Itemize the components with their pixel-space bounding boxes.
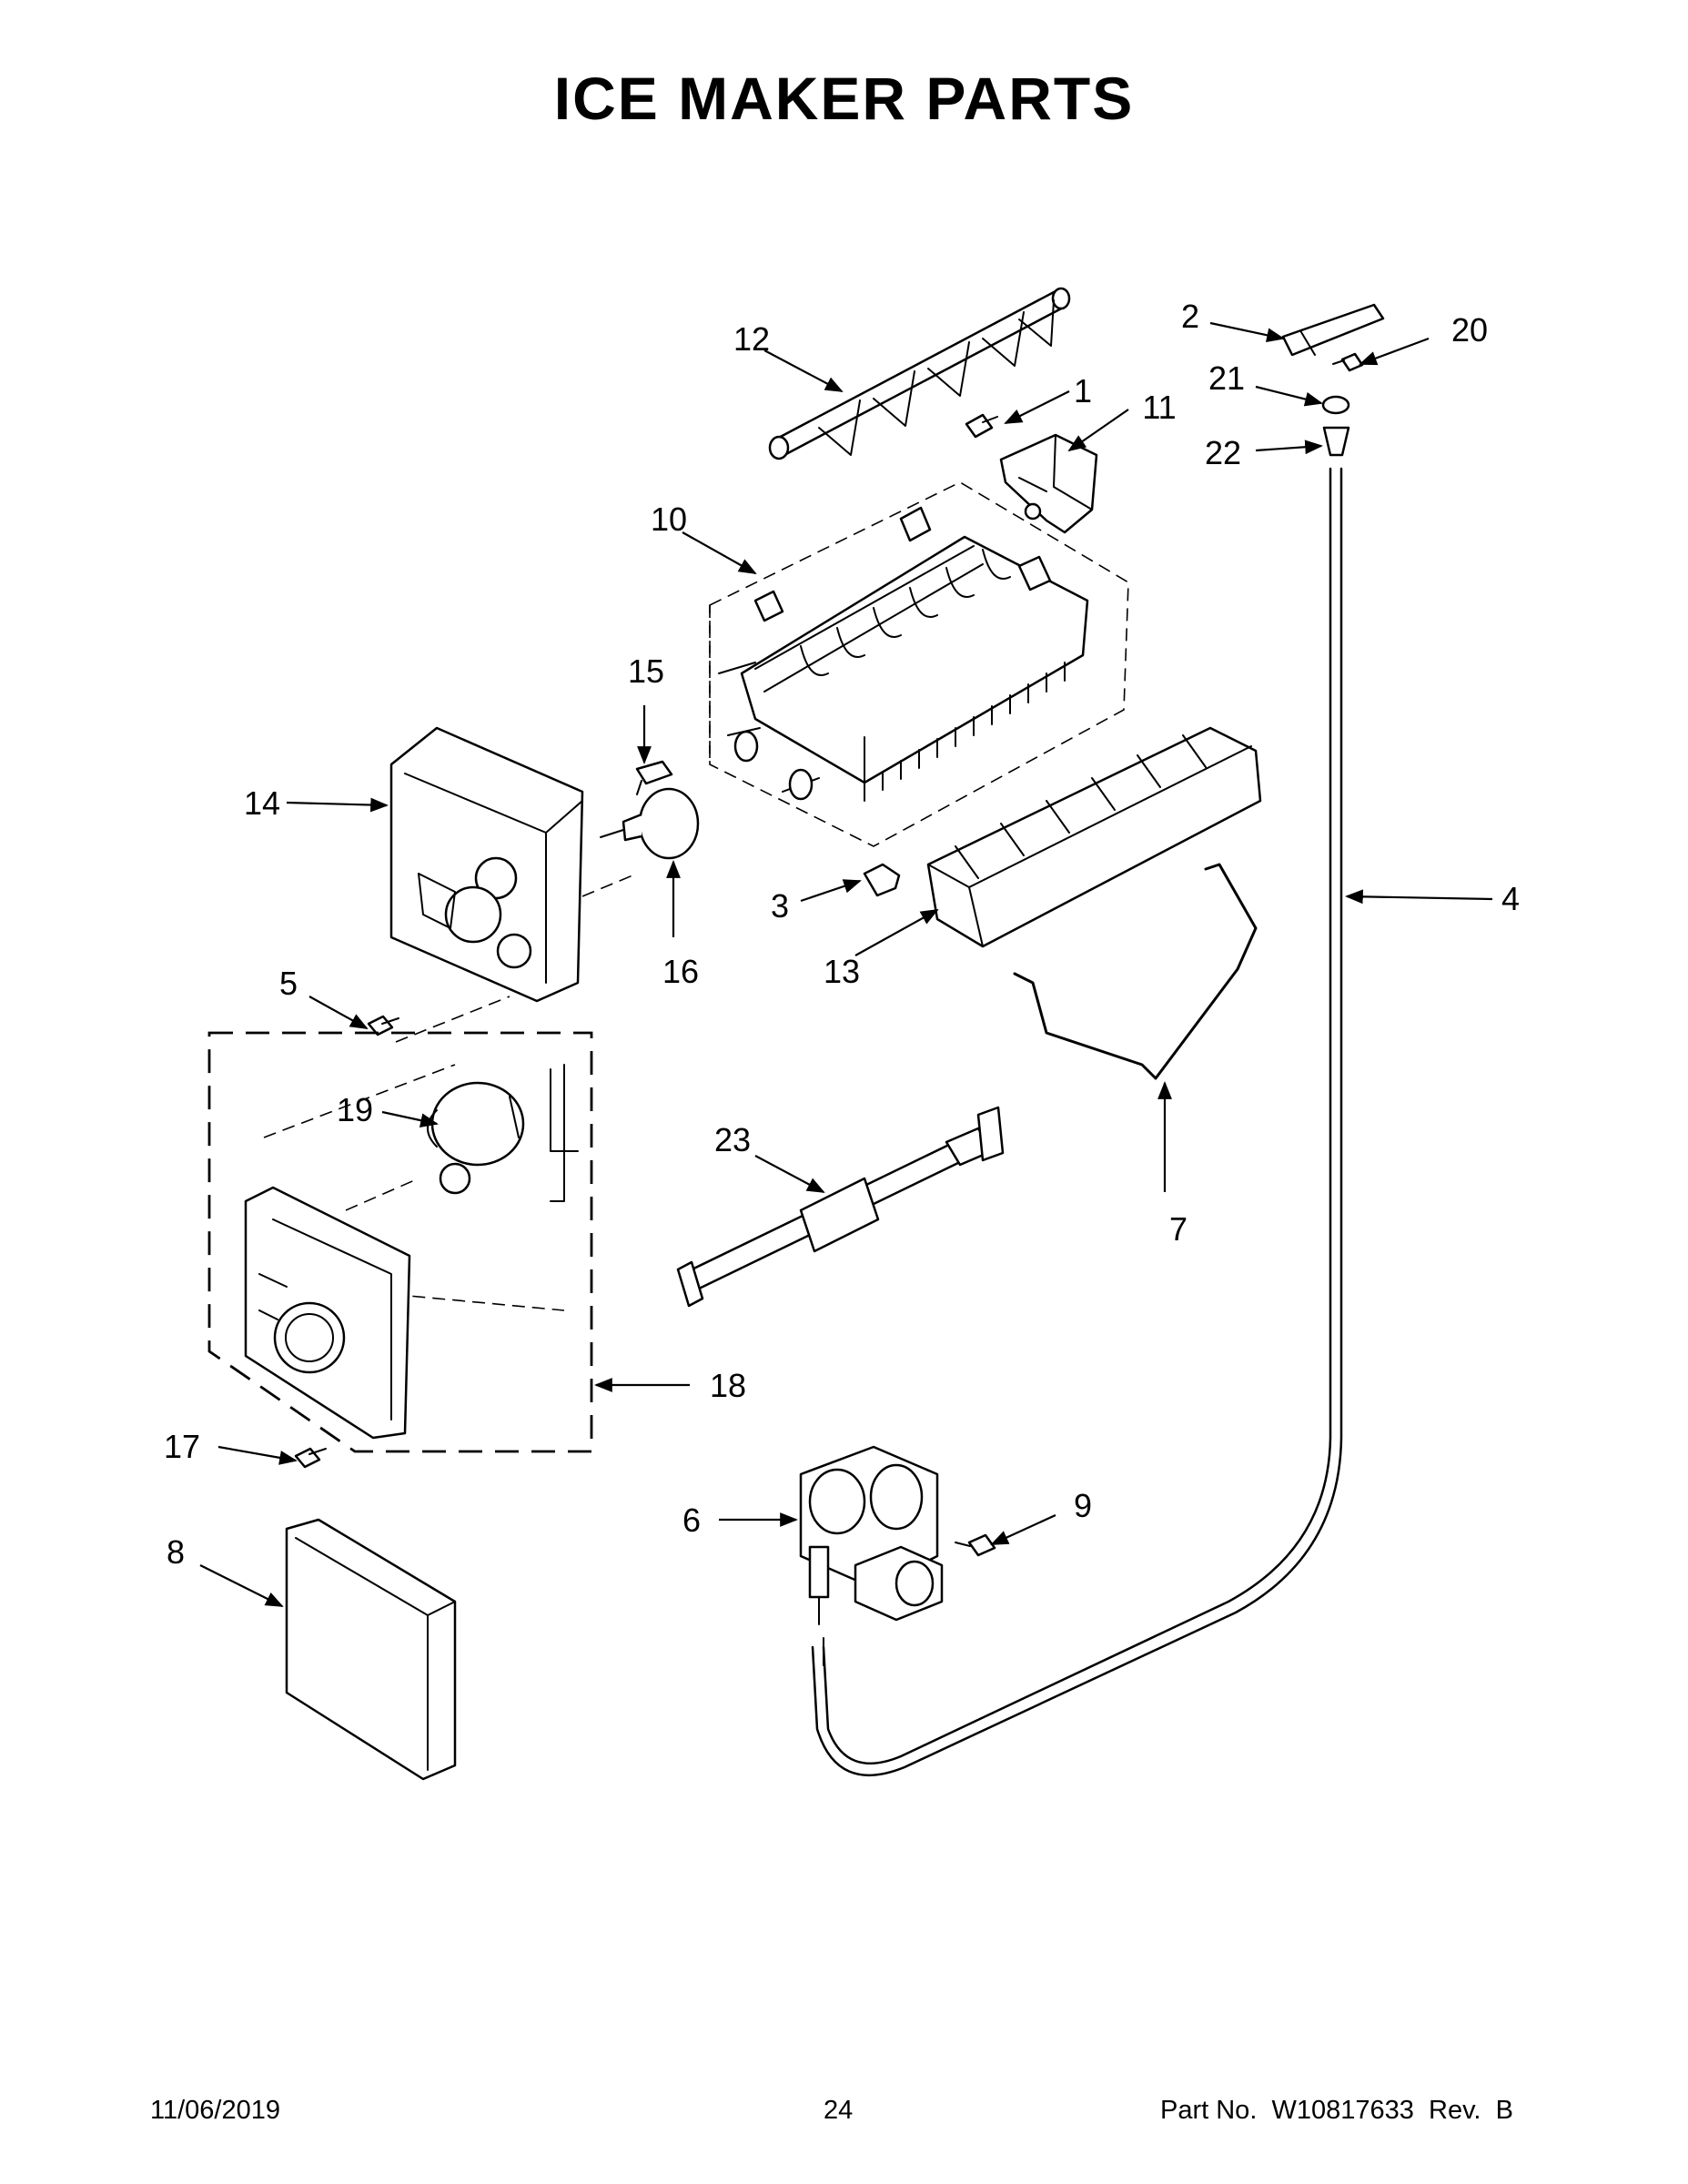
footer-page-number: 24 xyxy=(824,2096,854,2125)
callout-1: 1 xyxy=(1074,372,1092,410)
footer-date: 11/06/2019 xyxy=(150,2096,280,2125)
callout-2: 2 xyxy=(1181,298,1199,335)
callout-12: 12 xyxy=(733,320,770,358)
cover xyxy=(285,1518,457,1781)
clamp-part-21 xyxy=(1321,395,1350,415)
callout-21: 21 xyxy=(1208,359,1245,397)
callout-3: 3 xyxy=(771,887,789,925)
control-housing xyxy=(389,726,584,1003)
page-title: ICE MAKER PARTS xyxy=(553,65,1135,132)
callout-23: 23 xyxy=(714,1121,751,1158)
screw-part-17 xyxy=(294,1447,327,1469)
wire-harness xyxy=(676,1106,1005,1308)
fitting-part-22 xyxy=(1322,426,1350,457)
thermostat xyxy=(600,787,700,860)
screw-part-1 xyxy=(965,413,998,439)
callout-10: 10 xyxy=(651,500,687,538)
screw-part-20 xyxy=(1332,352,1364,372)
clip-part-3 xyxy=(863,863,901,897)
ice-stripper xyxy=(926,726,1262,948)
callout-5: 5 xyxy=(279,965,298,1002)
callout-19: 19 xyxy=(337,1091,373,1128)
water-valve xyxy=(799,1445,944,1666)
callout-16: 16 xyxy=(662,953,699,990)
clip-part-15 xyxy=(635,760,673,795)
callout-leaders xyxy=(199,321,1493,1607)
callout-11: 11 xyxy=(1142,389,1176,426)
callout-9: 9 xyxy=(1074,1487,1092,1524)
callout-18: 18 xyxy=(710,1367,746,1404)
screw-part-9 xyxy=(955,1533,996,1557)
callout-15: 15 xyxy=(628,652,664,690)
ice-mold xyxy=(718,506,1089,802)
callout-14: 14 xyxy=(244,784,280,822)
ejector-shaft xyxy=(768,287,1071,460)
shutoff-arm xyxy=(1013,863,1258,1080)
water-tube xyxy=(811,467,1343,1776)
footer-part-number: Part No. W10817633 Rev. B xyxy=(1160,2096,1513,2125)
callout-labels: 1 2 3 4 5 6 7 8 9 10 11 12 13 14 15 16 1… xyxy=(164,298,1520,1571)
callout-20: 20 xyxy=(1451,311,1488,349)
callout-4: 4 xyxy=(1501,880,1520,917)
callout-7: 7 xyxy=(1169,1210,1188,1248)
drive-motor xyxy=(427,1064,579,1202)
screw-part-5 xyxy=(367,1015,399,1036)
mounting-bracket xyxy=(999,433,1098,534)
callout-8: 8 xyxy=(167,1533,185,1571)
callout-22: 22 xyxy=(1205,434,1241,471)
tube-guide xyxy=(1281,303,1385,357)
callout-17: 17 xyxy=(164,1428,200,1465)
callout-13: 13 xyxy=(824,953,860,990)
callout-6: 6 xyxy=(682,1502,701,1539)
control-module xyxy=(244,1186,411,1440)
